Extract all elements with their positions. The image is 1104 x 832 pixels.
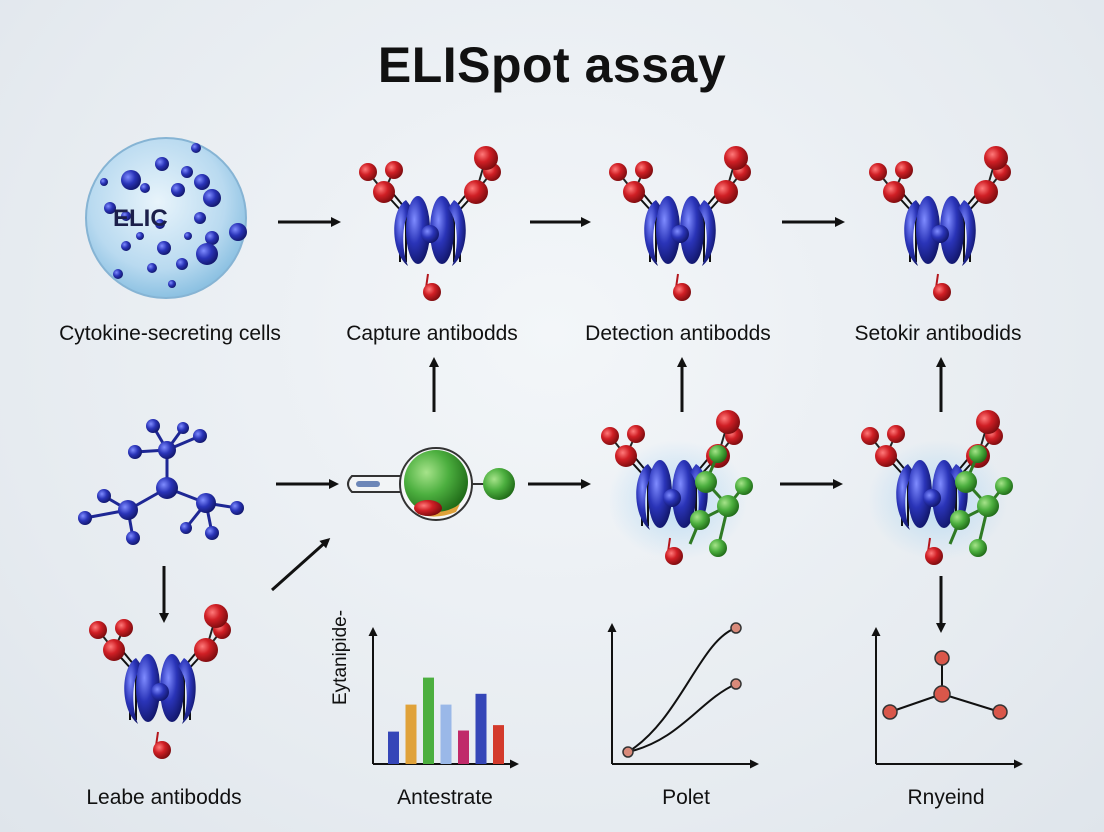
bar-2 [423, 677, 434, 764]
substrate-bead-icon [347, 447, 515, 521]
capture-antibody-icon [358, 145, 502, 302]
bar-chart [388, 677, 504, 764]
page-title: ELISpot assay [377, 37, 727, 93]
antigen-complex-icon [860, 409, 1015, 566]
antigen-complex-icon [600, 409, 755, 566]
line-graph-icon [607, 622, 759, 769]
label-antibody-icon [88, 603, 232, 760]
bar-1 [405, 704, 417, 764]
arrow-icon [271, 538, 331, 592]
bar-4 [458, 730, 469, 764]
step-label-cytokine-cells: Cytokine-secreting cells [59, 322, 281, 345]
bar-5 [475, 693, 487, 764]
detection-antibody-icon [608, 145, 752, 302]
network-graph-icon [871, 627, 1023, 769]
molecule-icon [78, 419, 244, 545]
bar-3 [440, 704, 452, 764]
bar-0 [388, 731, 399, 764]
step-label-polet: Polet [662, 786, 710, 809]
bar-chart-y-label: Eytanipide- [330, 609, 351, 705]
step-label-detection: Detection antibodds [585, 322, 771, 345]
step-label-setokir: Setokir antibodids [854, 322, 1022, 345]
step-label-leabe: Leabe antibodds [86, 786, 242, 809]
step-label-rnyeind: Rnyeind [907, 786, 985, 809]
setokir-antibody-icon [868, 145, 1012, 302]
cell-label: ELIC [113, 205, 168, 232]
bar-6 [493, 725, 504, 764]
cytokine-cell-icon [85, 137, 247, 299]
step-label-capture: Capture antibodds [346, 322, 518, 345]
step-label-antestrate: Antestrate [397, 786, 493, 809]
